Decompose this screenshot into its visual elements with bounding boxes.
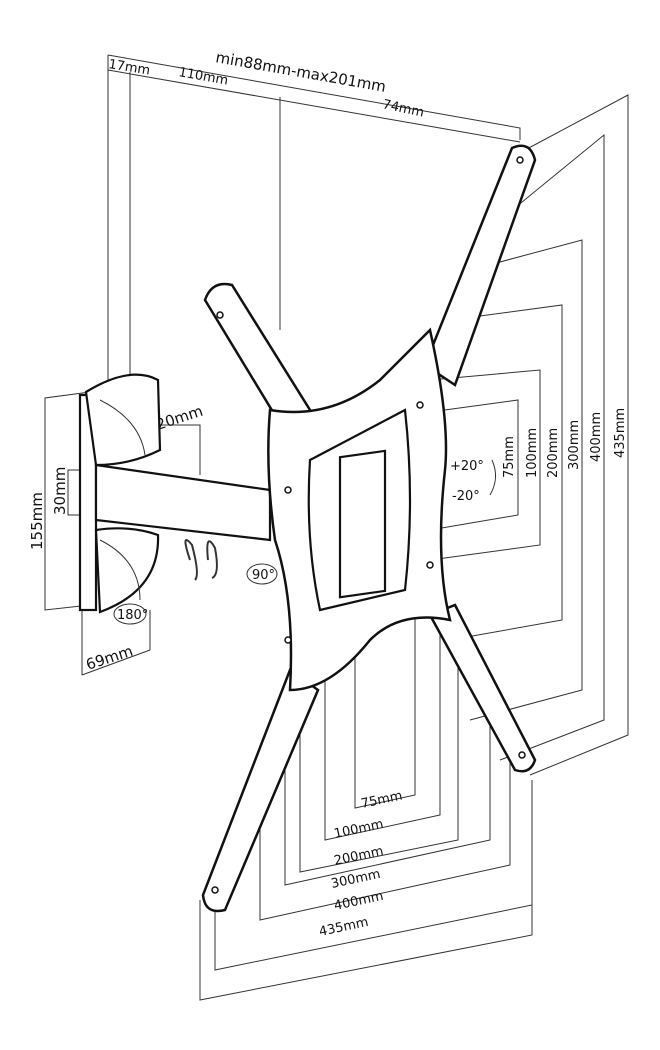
vesa-h-75-label: 75mm bbox=[360, 789, 404, 812]
cable-clip bbox=[184, 539, 218, 581]
swing-arm bbox=[94, 463, 272, 542]
center-window bbox=[338, 449, 387, 599]
vesa-h-400-label: 400mm bbox=[333, 889, 385, 914]
vesa-vertical-dimension-lines bbox=[429, 94, 629, 776]
vesa-v-200-label: 200mm bbox=[546, 428, 561, 478]
vesa-h-435-label: 435mm bbox=[318, 915, 370, 940]
rotation-90-marker bbox=[246, 563, 278, 585]
vesa-h-300-label: 300mm bbox=[330, 867, 382, 892]
vesa-horizontal-dimension-lines bbox=[199, 580, 533, 1001]
rotation-180-marker bbox=[113, 603, 147, 625]
dim-17mm-label: 17mm bbox=[107, 57, 151, 78]
vesa-h-100-label: 100mm bbox=[333, 817, 385, 842]
vesa-v-400-label: 400mm bbox=[589, 412, 604, 462]
wall-plate bbox=[78, 373, 162, 614]
gap-20mm-label: 20mm bbox=[154, 402, 206, 434]
tv-bracket-arms bbox=[201, 144, 537, 913]
vesa-v-100-label: 100mm bbox=[525, 428, 540, 478]
rotation-90-label: 90° bbox=[252, 568, 275, 583]
depth-69mm-label: 69mm bbox=[84, 642, 136, 674]
mounting-holes bbox=[211, 156, 526, 894]
rotation-180-label: 180° bbox=[117, 608, 148, 623]
tilt-up-label: +20° bbox=[450, 459, 484, 474]
vesa-v-300-label: 300mm bbox=[567, 420, 582, 470]
arm-30mm-label: 30mm bbox=[51, 467, 69, 515]
left-dimension-lines bbox=[44, 391, 201, 676]
dim-74mm-label: 74mm bbox=[381, 97, 425, 120]
vesa-v-75-label: 75mm bbox=[502, 436, 517, 478]
tilt-down-label: -20° bbox=[452, 489, 480, 504]
top-dimension-lines bbox=[107, 54, 521, 400]
vesa-v-435-label: 435mm bbox=[613, 408, 628, 458]
tilt-arrow-icon bbox=[489, 459, 496, 496]
dim-110mm-label: 110mm bbox=[177, 65, 229, 88]
height-155mm-label: 155mm bbox=[28, 492, 46, 550]
